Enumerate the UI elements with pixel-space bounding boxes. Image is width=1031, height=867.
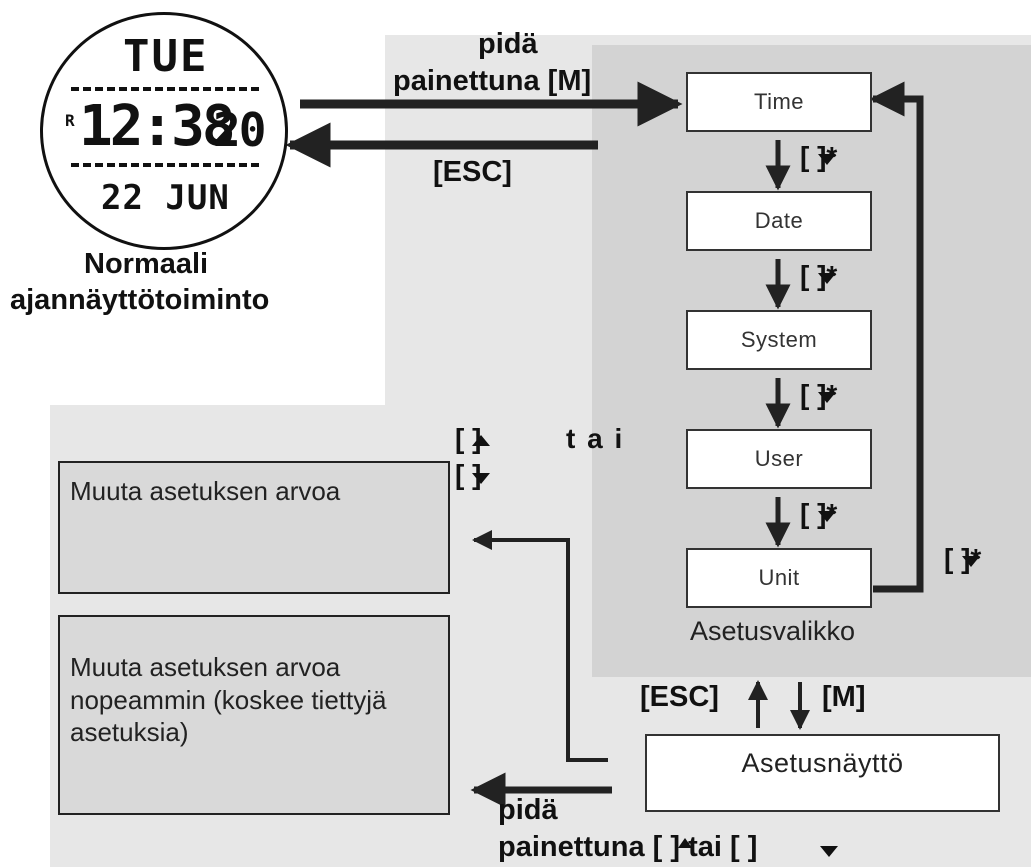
hold-m-label-line1: pidä — [478, 28, 538, 60]
down-triangle-icon — [820, 846, 838, 857]
watch-date: 22 JUN — [101, 178, 230, 218]
hold-keys-label-line2: painettuna [ ] tai [ ] — [498, 831, 758, 863]
down-triangle-icon — [818, 273, 836, 284]
watch-divider-top — [71, 87, 259, 91]
menu-item-user[interactable]: User — [686, 429, 872, 489]
watch-day: TUE — [123, 31, 209, 82]
menu-item-unit-label: Unit — [758, 565, 800, 590]
hold-m-label-line2: painettuna [M] — [393, 65, 592, 97]
watch-mode-mark: R — [65, 111, 75, 130]
menu-item-system-label: System — [740, 327, 818, 352]
watch-time: 12:38 — [79, 94, 236, 159]
down-triangle-icon — [818, 154, 836, 165]
menu-item-date[interactable]: Date — [686, 191, 872, 251]
change-value-arrow — [472, 530, 608, 762]
down-triangle-icon — [472, 473, 490, 484]
m-label-bottom: [M] — [822, 681, 866, 713]
esc-label-top: [ESC] — [433, 156, 512, 188]
change-value-text: Muuta asetuksen arvoa — [70, 476, 341, 506]
watch-caption-line1: Normaali — [84, 248, 209, 280]
menu-item-time-label: Time — [753, 89, 805, 114]
watch-caption-line2: ajannäyttötoiminto — [10, 284, 270, 316]
unit-to-time-loop-arrow — [869, 81, 924, 593]
up-key: [ ] — [455, 423, 482, 454]
watch-face: TUE R 12:38 20 22 JUN — [40, 12, 288, 250]
menu-item-time[interactable]: Time — [686, 72, 872, 132]
watch-divider-bottom — [71, 163, 259, 167]
up-triangle-icon — [678, 838, 692, 848]
down-triangle-icon — [962, 556, 980, 567]
down-triangle-icon — [818, 511, 836, 522]
up-triangle-icon — [472, 435, 490, 446]
setting-screen-label: Asetusnäyttö — [741, 748, 904, 778]
down-triangle-icon — [818, 392, 836, 403]
menu-item-user-label: User — [754, 446, 804, 471]
menu-item-date-label: Date — [754, 208, 804, 233]
esc-label-bottom: [ESC] — [640, 681, 719, 713]
hold-keys-label-line1: pidä — [498, 794, 558, 826]
setting-screen-box[interactable]: Asetusnäyttö — [645, 734, 1000, 812]
menu-item-system[interactable]: System — [686, 310, 872, 370]
change-value-panel: Muuta asetuksen arvoa — [58, 461, 450, 594]
watch-seconds: 20 — [213, 103, 266, 157]
menu-title: Asetusvalikko — [690, 616, 856, 646]
or-text: t a i — [566, 423, 625, 454]
change-fast-text: Muuta asetuksen arvoa nopeammin (koskee … — [70, 652, 387, 747]
change-fast-panel: Muuta asetuksen arvoa nopeammin (koskee … — [58, 615, 450, 815]
menu-item-unit[interactable]: Unit — [686, 548, 872, 608]
